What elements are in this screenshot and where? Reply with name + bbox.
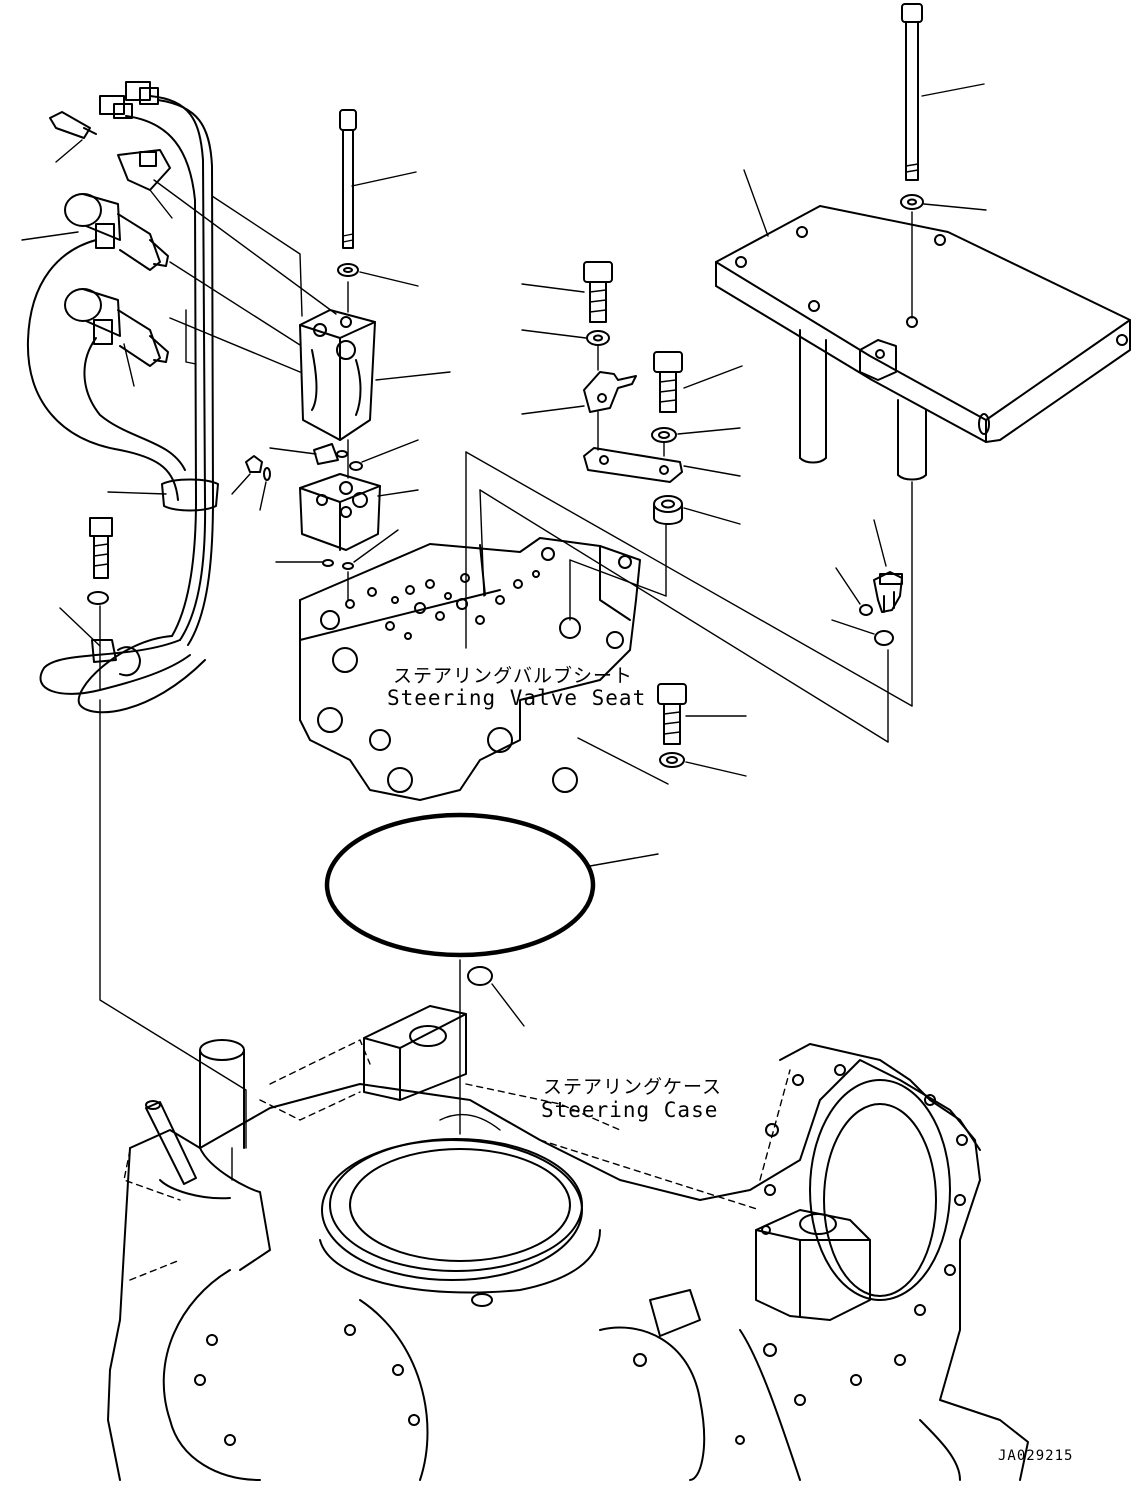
o-ring-small-a [337,451,347,457]
clip-bracket [584,372,636,412]
o-ring-fitting-a [860,605,872,615]
tall-bolt-right [902,4,922,180]
washer-lower-right [660,753,684,767]
harness-washer [88,592,108,604]
small-o-ring [468,967,492,985]
solenoid-valve-lower [65,289,168,366]
bolt-upper-right-b [654,352,682,412]
bolt-lower-right [658,684,686,744]
harness-clamp [162,480,218,511]
washer-cover [901,195,923,209]
steering-valve-seat [300,538,640,800]
valve-seat-label-jp: ステアリングバルブシート [393,665,634,687]
center-washer [338,264,358,276]
spacer-collar [654,496,682,524]
solenoid-valve-upper [65,194,168,270]
harness-connector-upper [126,82,150,100]
washer-right-a [587,331,609,345]
washer-right-b [652,428,676,442]
o-ring-small-d [343,563,353,569]
pressure-sensor [50,112,90,138]
steering-case-label-en: Steering Case [541,1098,719,1122]
long-bolt-center [340,110,356,248]
harness-bolt [90,518,112,578]
valve-block-upper [300,310,375,440]
valve-seat-label-en: Steering Valve Seat [387,686,647,710]
steering-case-label-jp: ステアリングケース [543,1076,723,1098]
harness-bracket [118,150,170,190]
harness-grommet [92,640,116,662]
small-plate [314,444,338,464]
o-ring-small-c [323,560,333,566]
steering-case [108,1006,1028,1480]
o-ring-small-b [350,462,362,470]
hidden-lines [124,1040,790,1280]
valve-block-lower [300,474,380,550]
cover-plate [716,206,1130,480]
large-o-ring [327,815,593,955]
bolt-upper-right-a [584,262,612,322]
wiring-harness [28,82,218,712]
plug-nut [246,456,262,472]
plate-bracket [584,448,682,482]
leader-lines [22,84,986,1180]
drawing-code: JA029215 [998,1448,1074,1464]
o-ring-fitting-b [875,631,893,645]
elbow-fitting [874,572,902,612]
